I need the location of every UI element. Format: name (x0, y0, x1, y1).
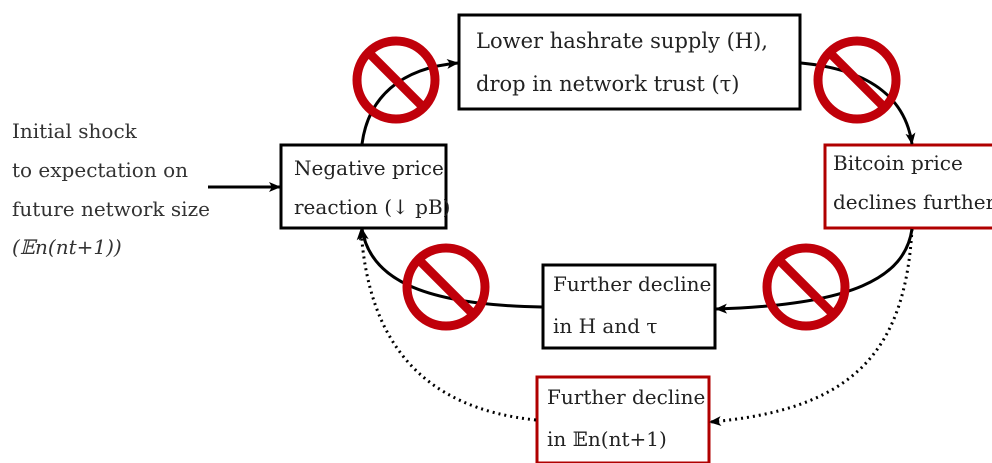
box-further-decline-expectation (535, 375, 711, 463)
further-decline-h-tau-line-2: in H and τ (553, 314, 658, 338)
box-lower-hashrate (457, 13, 802, 111)
bitcoin-price-line-1: Bitcoin price (833, 151, 963, 175)
prohibition-icon (762, 243, 850, 331)
further-decline-expectation-line-1: Further decline (547, 385, 706, 409)
prohibition-icon (352, 36, 440, 124)
box-further-decline-h-tau (541, 263, 717, 350)
box-bitcoin-price (823, 143, 992, 230)
initial-shock-line-1: Initial shock (12, 119, 137, 143)
dotted-arrow-expectation-to-price (356, 228, 537, 422)
arrow-bitcoin-to-decline (715, 228, 914, 314)
negative-price-line-1: Negative price (294, 156, 444, 180)
initial-shock-line-3: future network size (12, 197, 210, 221)
lower-hashrate-line-1: Lower hashrate supply (H), (476, 29, 768, 53)
prohibition-icon (813, 36, 901, 124)
negative-price-line-2: reaction (↓ pB) (294, 195, 451, 219)
box-negative-price (279, 143, 448, 230)
arrow-price-to-hashrate (360, 58, 459, 145)
lower-hashrate-line-2: drop in network trust (τ) (476, 72, 740, 96)
bitcoin-price-line-2: declines further (833, 190, 992, 214)
initial-shock-line-2: to expectation on (12, 158, 188, 182)
initial-shock-line-4: (𝔼n(nt+1)) (12, 235, 122, 259)
further-decline-h-tau-line-1: Further decline (553, 272, 712, 296)
prohibition-icon (402, 243, 490, 331)
further-decline-expectation-line-2: in 𝔼n(nt+1) (547, 427, 667, 451)
dotted-arrow-bitcoin-to-expectation (709, 228, 914, 427)
